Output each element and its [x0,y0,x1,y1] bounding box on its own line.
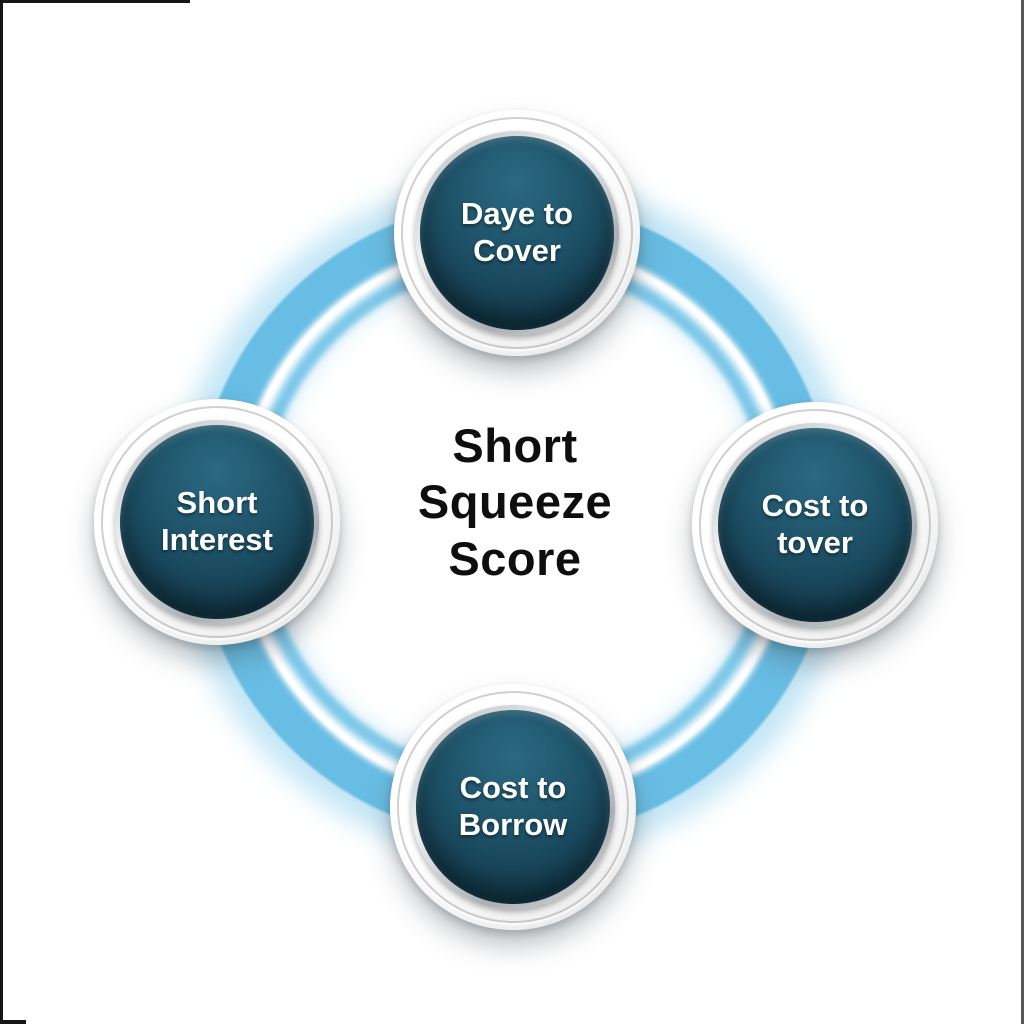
node-days-to-cover: Daye to Cover [394,110,640,356]
node-label-short-interest: Short Interest [161,485,273,557]
node-label-days-to-cover: Daye to Cover [461,196,573,268]
diagram-title: Short Squeeze Score [417,419,613,585]
node-core: Daye to Cover [420,136,614,330]
frame-border-bottom-nub [0,1020,26,1024]
node-cost-to-cover: Cost to tover [692,402,938,648]
frame-border-left [0,0,3,1024]
node-cost-to-borrow: Cost to Borrow [390,684,636,930]
node-short-interest: Short Interest [94,399,340,645]
node-label-cost-to-borrow: Cost to Borrow [458,770,568,842]
node-silver-rim [415,131,619,335]
frame-border-top [0,0,190,3]
node-silver-rim [411,705,615,909]
node-label-cost-to-cover: Cost to tover [761,488,869,560]
node-silver-rim [713,423,917,627]
node-core: Cost to tover [718,428,912,622]
node-core: Short Interest [120,425,314,619]
node-silver-rim [115,420,319,624]
node-core: Cost to Borrow [416,710,610,904]
frame-border-right [1021,0,1024,1024]
